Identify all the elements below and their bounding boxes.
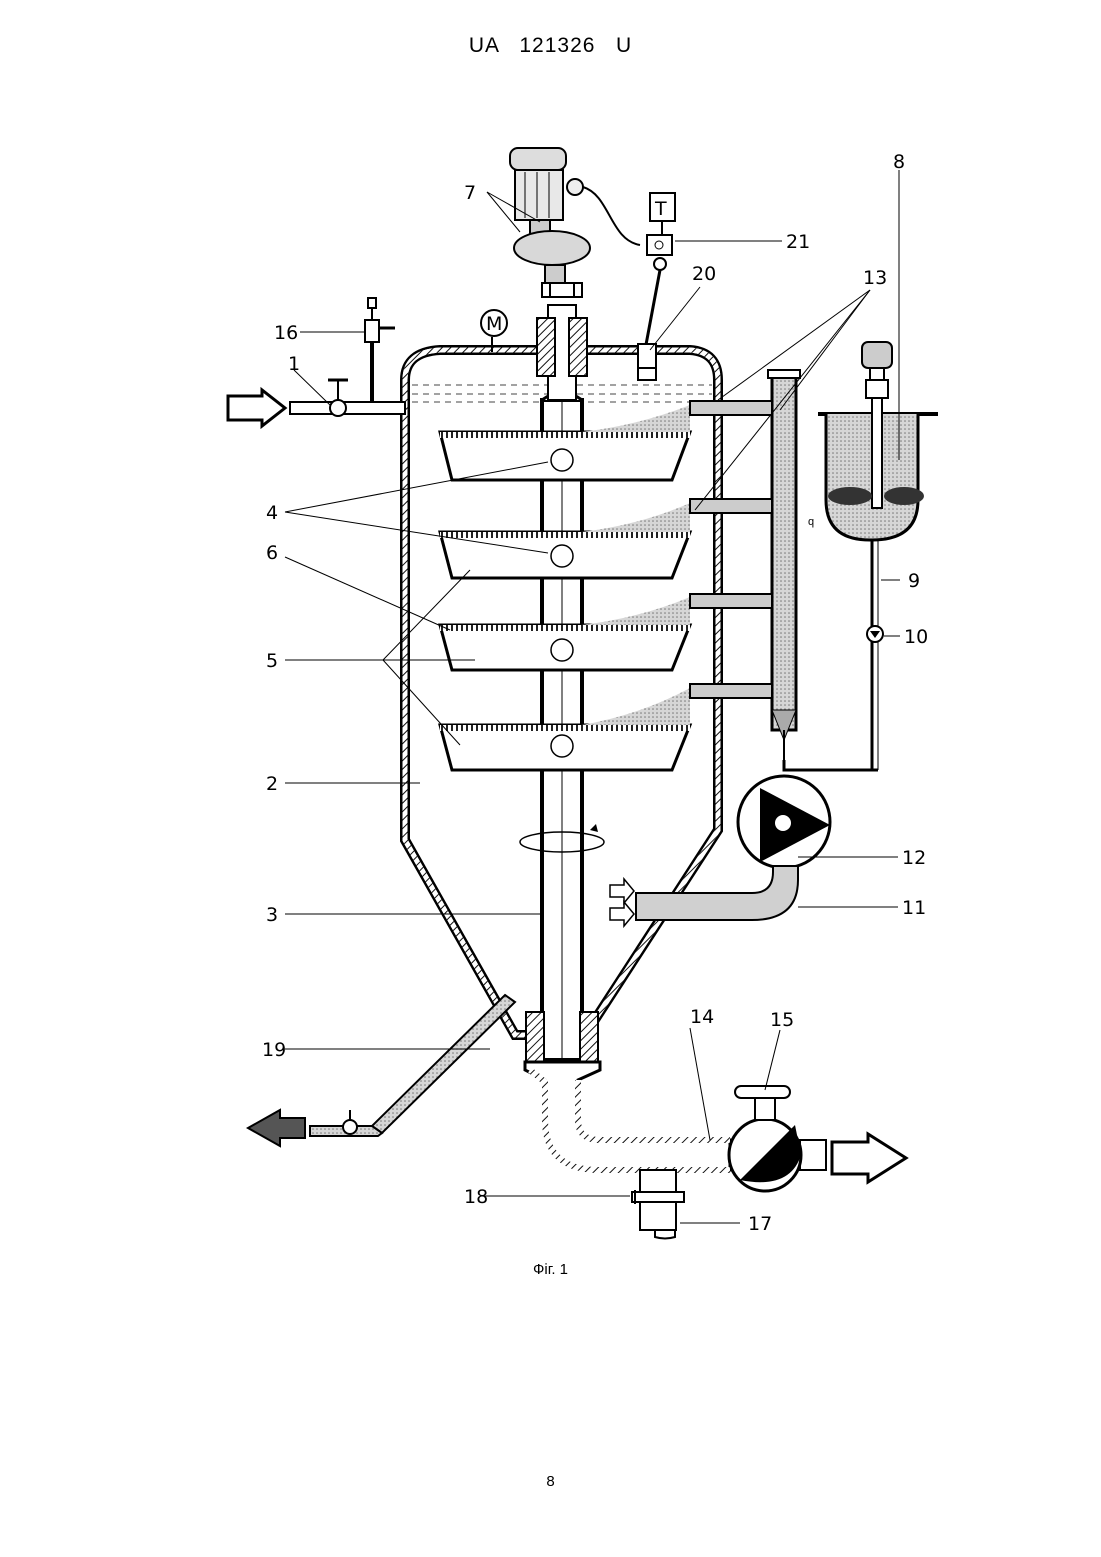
drain-pipe <box>248 995 515 1146</box>
label-8: 8 <box>893 151 905 173</box>
figure-caption: Фіг. 1 <box>0 1261 1101 1278</box>
label-3: 3 <box>266 904 278 926</box>
outlet-valve <box>729 1086 906 1191</box>
dosing-tank <box>784 342 938 770</box>
label-9: 9 <box>908 570 920 592</box>
label-4: 4 <box>266 502 278 524</box>
page-number: 8 <box>0 1473 1101 1490</box>
label-5: 5 <box>266 650 278 672</box>
label-2: 2 <box>266 773 278 795</box>
label-6: 6 <box>266 542 278 564</box>
level-sensor <box>638 344 656 380</box>
label-14: 14 <box>690 1006 714 1028</box>
label-21: 21 <box>786 231 810 253</box>
label-12: 12 <box>902 847 926 869</box>
label-18: 18 <box>464 1186 488 1208</box>
svg-text:q: q <box>808 516 814 528</box>
label-19: 19 <box>262 1039 286 1061</box>
thermo-label: T <box>654 198 667 220</box>
label-7: 7 <box>464 182 476 204</box>
thermostat: T <box>645 193 675 350</box>
manometer-label: M <box>486 313 502 335</box>
label-15: 15 <box>770 1009 794 1031</box>
label-17: 17 <box>748 1213 772 1235</box>
label-11: 11 <box>902 897 926 919</box>
label-13: 13 <box>863 267 887 289</box>
label-10: 10 <box>904 626 928 648</box>
label-20: 20 <box>692 263 716 285</box>
pump <box>738 776 830 868</box>
label-1: 1 <box>288 353 300 375</box>
inlet-pipe <box>228 298 405 426</box>
label-16: 16 <box>274 322 298 344</box>
